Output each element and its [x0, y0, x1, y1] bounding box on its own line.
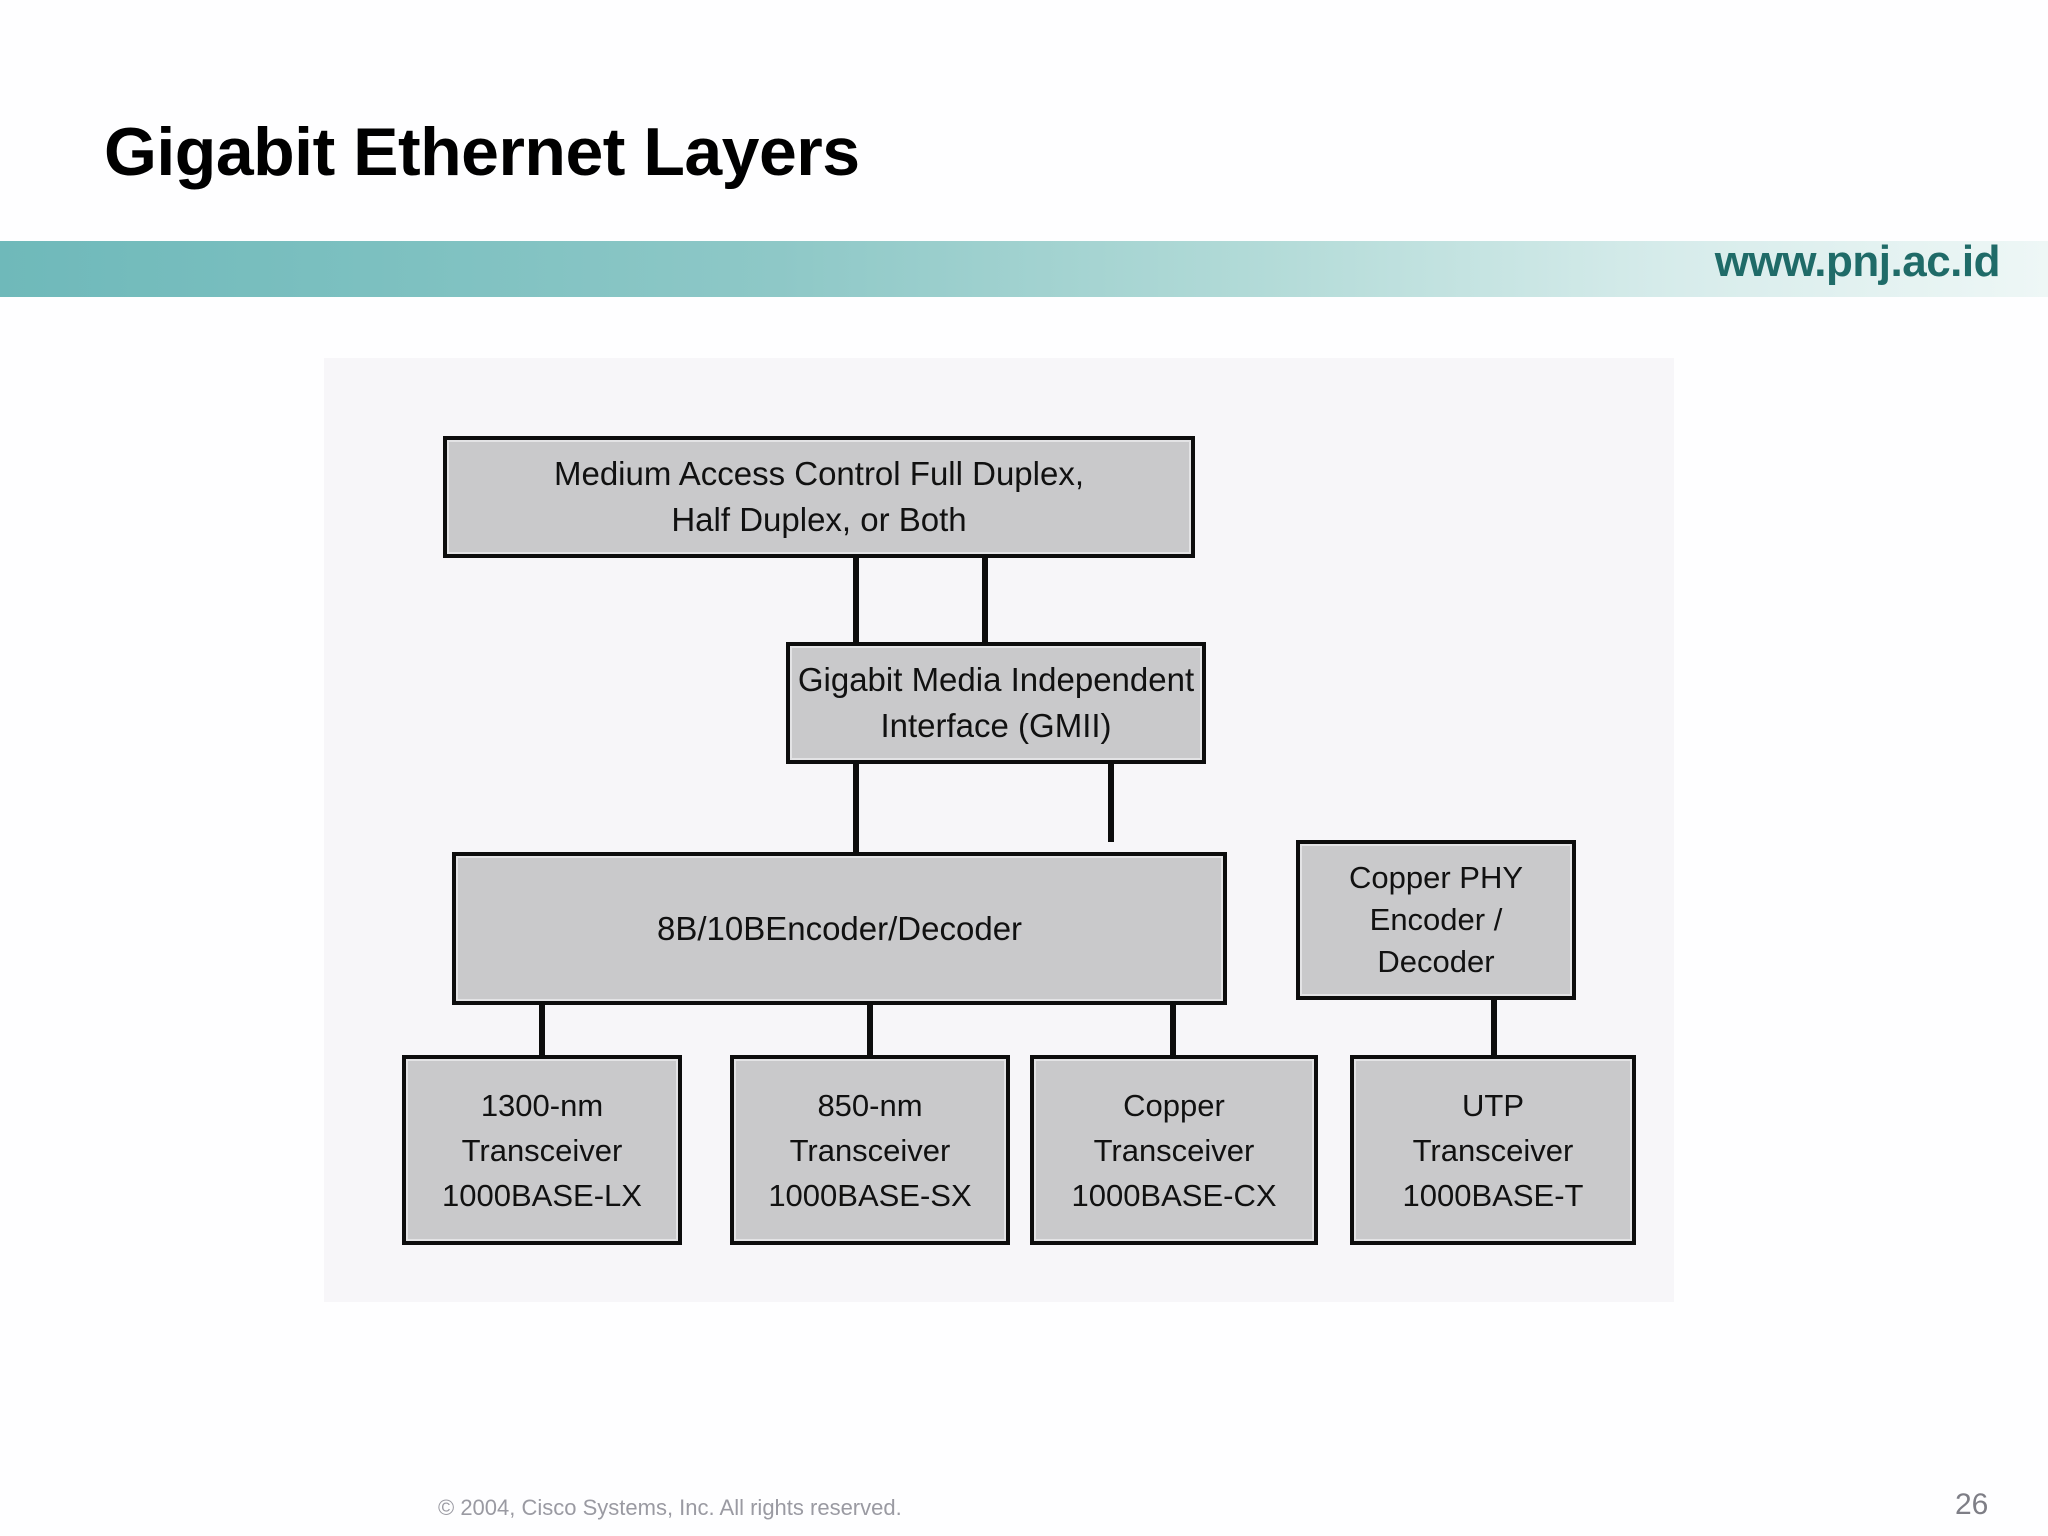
box-copper-phy-line2: Encoder /: [1369, 902, 1503, 937]
box-sx-line3: 1000BASE-SX: [768, 1177, 972, 1213]
connector-gmii-to-copper-phy: [1108, 762, 1114, 842]
box-t-line1: UTP: [1462, 1087, 1524, 1123]
box-encoder-decoder-line1: 8B/10BEncoder/Decoder: [656, 909, 1023, 947]
box-cx-line2: Transceiver: [1093, 1132, 1255, 1168]
box-copper-phy-encoder-decoder: Copper PHY Encoder / Decoder: [1296, 840, 1576, 1000]
box-mac-line1: Medium Access Control Full Duplex,: [553, 455, 1085, 492]
box-8b10b-encoder-decoder: 8B/10BEncoder/Decoder: [452, 852, 1227, 1005]
box-t-line3: 1000BASE-T: [1402, 1177, 1584, 1213]
box-lx-line1: 1300-nm: [480, 1087, 604, 1123]
box-1300nm-transceiver-1000base-lx: 1300-nm Transceiver 1000BASE-LX: [402, 1055, 682, 1245]
connector-mac-to-gmii: [982, 556, 988, 644]
page-number: 26: [1955, 1488, 1989, 1521]
box-cx-line1: Copper: [1123, 1087, 1225, 1123]
accent-banner: [0, 241, 2048, 297]
box-sx-line2: Transceiver: [789, 1132, 951, 1168]
box-t-line2: Transceiver: [1412, 1132, 1574, 1168]
box-850nm-transceiver-1000base-sx: 850-nm Transceiver 1000BASE-SX: [730, 1055, 1010, 1245]
box-lx-line3: 1000BASE-LX: [442, 1177, 642, 1213]
box-mac-line2: Half Duplex, or Both: [671, 501, 967, 538]
gigabit-ethernet-layers-diagram: Medium Access Control Full Duplex, Half …: [324, 358, 1674, 1302]
connector-encoder-to-lx: [539, 1003, 545, 1057]
box-utp-transceiver-1000base-t: UTP Transceiver 1000BASE-T: [1350, 1055, 1636, 1245]
box-copper-phy-line3: Decoder: [1377, 944, 1495, 979]
box-gigabit-media-independent-interface: Gigabit Media Independent Interface (GMI…: [786, 642, 1206, 764]
box-sx-line1: 850-nm: [817, 1087, 923, 1123]
connector-copper-phy-to-utp: [1491, 998, 1497, 1057]
box-copper-phy-line1: Copper PHY: [1348, 860, 1524, 895]
connector-encoder-to-sx: [867, 1003, 873, 1057]
connector-encoder-to-cx: [1170, 1003, 1176, 1057]
box-lx-line2: Transceiver: [461, 1132, 623, 1168]
site-url-label: www.pnj.ac.id: [1714, 237, 2001, 286]
box-cx-line3: 1000BASE-CX: [1071, 1177, 1277, 1213]
box-medium-access-control: Medium Access Control Full Duplex, Half …: [443, 436, 1195, 558]
box-gmii-line1: Gigabit Media Independent: [797, 661, 1195, 698]
page-title: Gigabit Ethernet Layers: [104, 114, 860, 190]
box-copper-transceiver-1000base-cx: Copper Transceiver 1000BASE-CX: [1030, 1055, 1318, 1245]
box-gmii-line2: Interface (GMII): [880, 707, 1112, 744]
copyright-notice: © 2004, Cisco Systems, Inc. All rights r…: [438, 1495, 902, 1520]
